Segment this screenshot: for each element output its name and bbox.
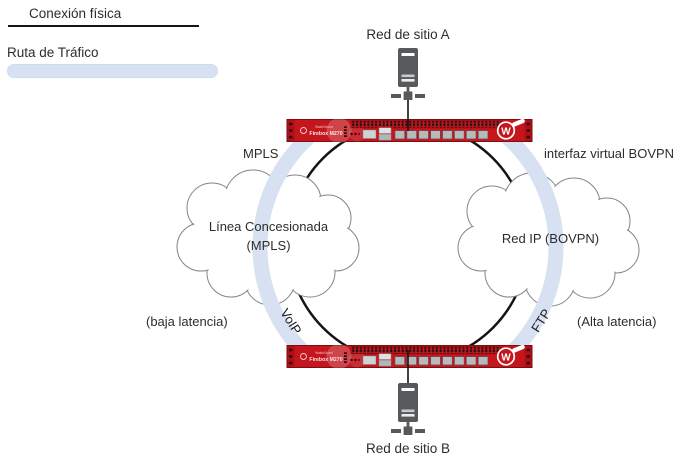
mpls-cloud-label-line1: Línea Concesionada xyxy=(208,219,329,234)
server-site-a-icon xyxy=(391,48,425,100)
site-b-label: Red de sitio B xyxy=(365,441,451,456)
mpls-interface-label: MPLS xyxy=(243,146,279,161)
firebox-top xyxy=(286,117,533,144)
legend-route-label: Ruta de Tráfico xyxy=(7,45,99,60)
traffic-route-ring xyxy=(252,119,564,368)
mpls-cloud-label: Línea Concesionada (MPLS) xyxy=(186,217,351,255)
site-a-label: Red de sitio A xyxy=(366,27,450,42)
server-site-b-icon xyxy=(391,383,425,435)
bovpn-interface-label: interfaz virtual BOVPN xyxy=(544,146,675,161)
high-latency-label: (Alta latencia) xyxy=(577,314,657,329)
bovpn-cloud-label: Red IP (BOVPN) xyxy=(501,231,600,246)
firebox-bottom xyxy=(286,343,533,370)
legend-physical-label: Conexión física xyxy=(29,6,122,21)
legend-physical-line-swatch xyxy=(8,25,199,27)
low-latency-label: (baja latencia) xyxy=(146,314,228,329)
mpls-cloud-label-line2: (MPLS) xyxy=(246,238,291,253)
legend-route-swatch xyxy=(7,64,218,78)
